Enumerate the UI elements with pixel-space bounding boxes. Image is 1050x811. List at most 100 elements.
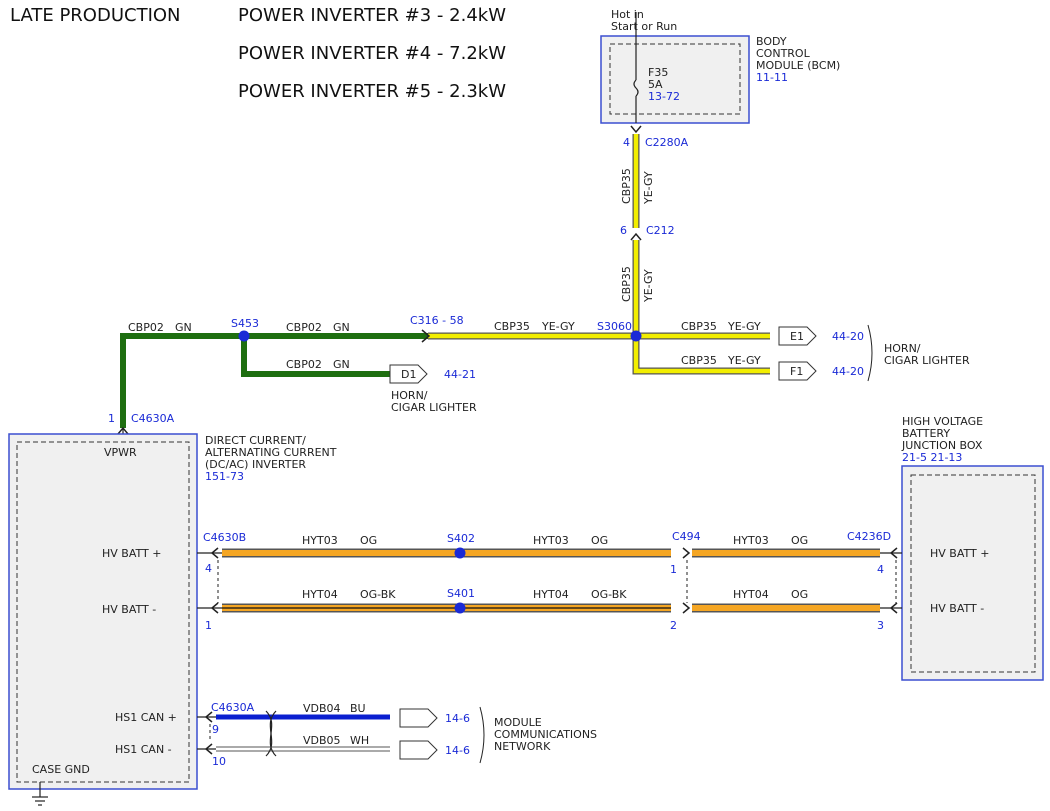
c4236d-label[interactable]: C4236D — [847, 530, 891, 543]
bcm-inner-outline — [609, 43, 741, 115]
inverter-hv-pos: HV BATT + — [102, 547, 161, 560]
connector-can-pos-shape[interactable] — [399, 708, 438, 728]
e1-ref[interactable]: 44-20 — [832, 330, 864, 343]
can-neg-ref[interactable]: 14-6 — [445, 744, 470, 757]
inverter-case-gnd: CASE GND — [32, 763, 90, 776]
c316-label[interactable]: C316 - 58 — [410, 314, 464, 327]
connector-can-neg-shape[interactable] — [399, 740, 438, 760]
hyt03-a-color: OG — [360, 534, 377, 547]
horn-label-1: HORN/ — [884, 342, 921, 355]
inverter-can-neg: HS1 CAN - — [115, 743, 172, 756]
c4630b-pin1-icon — [210, 602, 219, 614]
vdb05-color: WH — [350, 734, 369, 747]
c4630b-pin4-icon — [210, 547, 219, 559]
bcm-name-1: BODY — [756, 35, 787, 48]
wire-cbp35-horizontal[interactable] — [428, 332, 770, 375]
hyt04-c-color: OG — [791, 588, 808, 601]
f1-id: F1 — [790, 365, 803, 378]
cbp35-lower-circuit: CBP35 — [620, 266, 633, 302]
inverter-box[interactable] — [8, 433, 198, 790]
splice-s453[interactable] — [238, 330, 250, 342]
c4630a-can-pin-pos: 9 — [212, 723, 219, 736]
network-label-2: COMMUNICATIONS — [494, 728, 597, 741]
cbp35-upper-circuit: CBP35 — [620, 168, 633, 204]
bcm-ref[interactable]: 11-11 — [756, 71, 788, 84]
c4236d-pin-neg: 3 — [877, 619, 884, 632]
hv-connector-dashes — [217, 560, 897, 603]
c494-pin-pos: 1 — [670, 563, 677, 576]
inverter-ref[interactable]: 151-73 — [205, 470, 244, 483]
connector-f1-shape[interactable] — [778, 361, 817, 381]
splice-s402[interactable] — [454, 547, 466, 559]
hyt03-a-circuit: HYT03 — [302, 534, 338, 547]
cbp02-left-color: GN — [175, 321, 192, 334]
bcm-box[interactable] — [600, 35, 750, 124]
c4236d-pin3-icon — [889, 602, 898, 614]
fuse-icon — [633, 79, 639, 97]
e1-id: E1 — [790, 330, 804, 343]
cbp02-d1-color: GN — [333, 358, 350, 371]
c4630a-top-label[interactable]: C4630A — [131, 412, 175, 425]
c4630b-pin-pos: 4 — [205, 562, 212, 575]
hyt04-a-circuit: HYT04 — [302, 588, 338, 601]
c494-pin1-icon — [682, 547, 691, 559]
vdb04-circuit: VDB04 — [303, 702, 341, 715]
c316-pin-icon — [421, 329, 431, 343]
cbp35-f1-color: YE-GY — [727, 354, 761, 367]
vdb04-color: BU — [350, 702, 366, 715]
cbp02-right-circuit: CBP02 — [286, 321, 322, 334]
cbp35-h-circuit: CBP35 — [494, 320, 530, 333]
c4236d-pin-pos: 4 — [877, 563, 884, 576]
c4630a-pin9-icon — [204, 711, 213, 723]
f1-ref[interactable]: 44-20 — [832, 365, 864, 378]
c4630b-label[interactable]: C4630B — [203, 531, 246, 544]
connector-e1-shape[interactable] — [778, 326, 817, 346]
c4630a-can-label[interactable]: C4630A — [211, 701, 255, 714]
horn-bracket-icon — [867, 324, 873, 382]
c4630a-pin10-icon — [204, 743, 213, 755]
cbp02-right-color: GN — [333, 321, 350, 334]
c494-pin-neg: 2 — [670, 619, 677, 632]
c212-label[interactable]: C212 — [646, 224, 675, 237]
connector-d1-shape[interactable] — [389, 364, 428, 384]
hvbjb-name-2: BATTERY — [902, 427, 950, 440]
hvbjb-hv-pos: HV BATT + — [930, 547, 989, 560]
wire-cbp02[interactable] — [120, 333, 428, 428]
s401-label[interactable]: S401 — [447, 587, 475, 600]
network-label-3: NETWORK — [494, 740, 551, 753]
hvbjb-ref[interactable]: 21-5 21-13 — [902, 451, 962, 464]
bcm-name-3: MODULE (BCM) — [756, 59, 840, 72]
s402-label[interactable]: S402 — [447, 532, 475, 545]
c4236d-pin4-icon — [889, 547, 898, 559]
can-pos-ref[interactable]: 14-6 — [445, 712, 470, 725]
hvbjb-name-1: HIGH VOLTAGE — [902, 415, 983, 428]
c494-label[interactable]: C494 — [672, 530, 701, 543]
splice-s3060[interactable] — [630, 330, 642, 342]
splice-s401[interactable] — [454, 602, 466, 614]
c4630b-pin-neg: 1 — [205, 619, 212, 632]
cbp02-left-circuit: CBP02 — [128, 321, 164, 334]
d1-ref[interactable]: 44-21 — [444, 368, 476, 381]
s3060-label[interactable]: S3060 — [597, 320, 632, 333]
cbp35-upper-color: YE-GY — [642, 171, 655, 205]
fuse-ref[interactable]: 13-72 — [648, 90, 680, 103]
d1-desc-1: HORN/ — [391, 389, 428, 402]
hvbjb-hv-neg: HV BATT - — [930, 602, 984, 615]
inverter-name-3: (DC/AC) INVERTER — [205, 458, 306, 471]
c2280a-label[interactable]: C2280A — [645, 136, 689, 149]
c4630a-top-pin: 1 — [108, 412, 115, 425]
inverter-name-2: ALTERNATING CURRENT — [205, 446, 337, 459]
hyt03-b-color: OG — [591, 534, 608, 547]
s453-label[interactable]: S453 — [231, 317, 259, 330]
ground-icon — [32, 782, 48, 806]
hyt04-c-circuit: HYT04 — [733, 588, 769, 601]
network-bracket-icon — [479, 706, 485, 764]
cbp35-lower-color: YE-GY — [642, 269, 655, 303]
hyt04-b-color: OG-BK — [591, 588, 627, 601]
hvbjb-box[interactable] — [901, 465, 1044, 681]
cbp35-e1-color: YE-GY — [727, 320, 761, 333]
bcm-name-2: CONTROL — [756, 47, 811, 60]
inverter-hv-neg: HV BATT - — [102, 603, 156, 616]
cbp35-e1-circuit: CBP35 — [681, 320, 717, 333]
cbp02-d1-circuit: CBP02 — [286, 358, 322, 371]
